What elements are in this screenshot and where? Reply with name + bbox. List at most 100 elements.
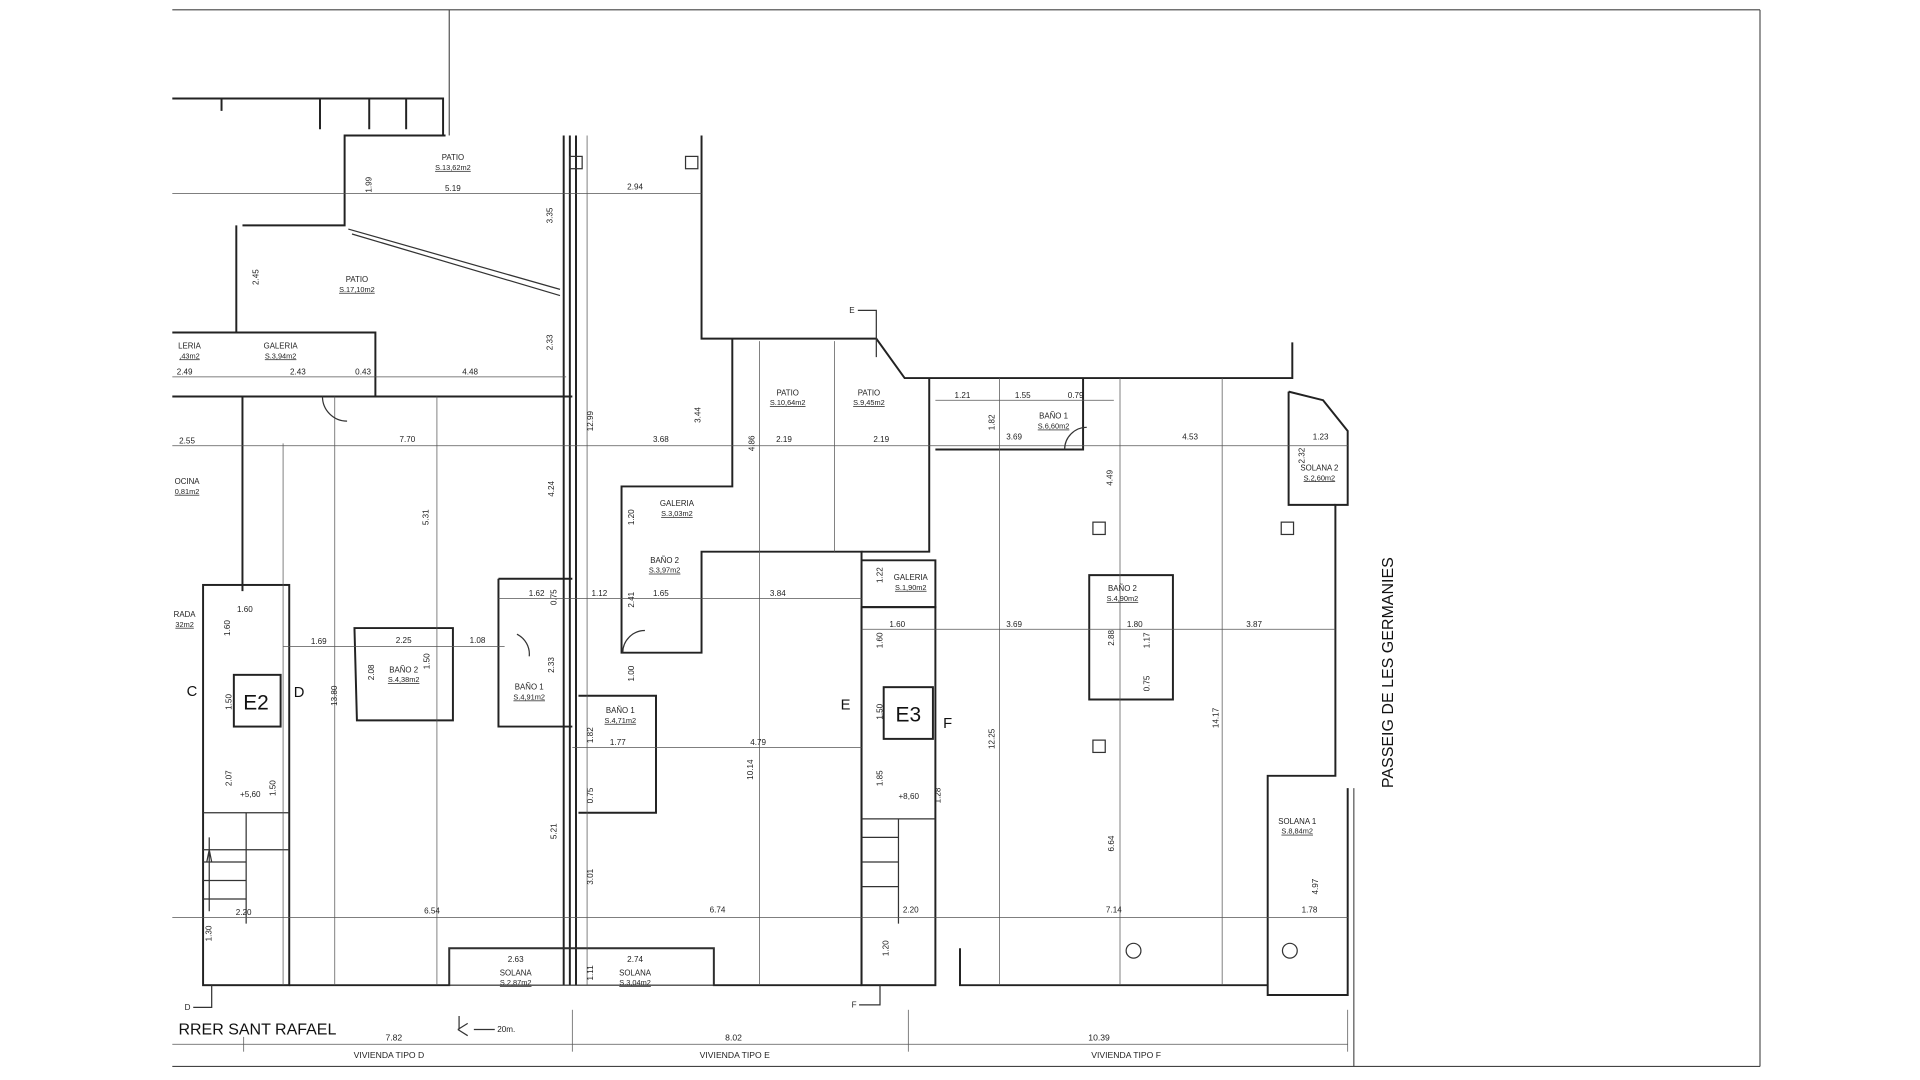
- dimension-label: 5.19: [445, 184, 461, 193]
- dimension-label: 1.80: [1127, 620, 1143, 629]
- dimension-label: 1.17: [1143, 632, 1152, 648]
- total-length-d: 7.82: [385, 1033, 402, 1043]
- street-name-bottom: RRER SANT RAFAEL: [178, 1021, 336, 1038]
- dimension-label: 3.35: [546, 207, 555, 223]
- dimension-label: 2.55: [179, 436, 195, 445]
- dimension-label: 7.70: [399, 435, 415, 444]
- room-name: RADA: [174, 610, 197, 619]
- section-arrows: [193, 309, 881, 1008]
- room-name: PATIO: [858, 388, 880, 397]
- room-area: ,43m2: [179, 351, 199, 360]
- dimension-label: 1.60: [889, 620, 905, 629]
- section-mark-e: E: [849, 306, 855, 315]
- room-label: BAÑO 1S.4,91m2: [513, 683, 545, 702]
- dimension-label: 2.41: [627, 591, 636, 607]
- level-mark-e2: +5,60: [240, 790, 261, 799]
- dimension-label: 3.68: [653, 435, 669, 444]
- dimension-label: 1.20: [882, 940, 891, 956]
- dimension-label: 1.60: [875, 632, 884, 648]
- dimension-label: 2.20: [236, 908, 252, 917]
- column-icon: [1280, 521, 1295, 536]
- room-label: BAÑO 1S.4,71m2: [605, 706, 637, 725]
- room-name: LERIA: [178, 342, 201, 351]
- dimension-label: 2.08: [367, 664, 376, 680]
- room-name: SOLANA 2: [1300, 463, 1338, 472]
- room-area: S.4,71m2: [605, 716, 637, 725]
- room-name: PATIO: [776, 388, 798, 397]
- room-area: S.10,64m2: [770, 398, 806, 407]
- section-mark-d: D: [185, 1003, 191, 1012]
- dimension-label: 1.77: [610, 738, 626, 747]
- dimension-label: 1.23: [1313, 433, 1329, 442]
- dimension-label: 1.30: [205, 925, 214, 941]
- room-label: BAÑO 2S.4,38m2: [388, 665, 420, 684]
- total-length-e: 8.02: [725, 1033, 742, 1043]
- dimension-label: 3.87: [1246, 620, 1262, 629]
- dimension-label: 1.22: [875, 567, 884, 583]
- dimension-label: 7.14: [1106, 906, 1122, 915]
- room-name: BAÑO 2: [389, 665, 418, 674]
- room-area: S.1,90m2: [895, 583, 927, 592]
- dimension-label: 1.82: [987, 414, 996, 430]
- room-area: S.3,03m2: [661, 509, 693, 518]
- room-area: S.13,62m2: [435, 163, 471, 172]
- door-label-f: F: [943, 716, 952, 732]
- dimension-label: 1.85: [875, 770, 884, 786]
- door-label-e: E: [841, 697, 851, 713]
- door-label-c: C: [187, 684, 198, 700]
- room-name: OCINA: [175, 477, 201, 486]
- dimension-label: 6.64: [1107, 835, 1116, 851]
- dimension-label: 2.07: [224, 770, 233, 786]
- dimension-label: 1.21: [955, 391, 971, 400]
- room-label: SOLANA 2S.2,60m2: [1300, 463, 1338, 482]
- room-name: GALERIA: [894, 573, 929, 582]
- dimension-label: 2.88: [1107, 630, 1116, 646]
- dimension-label: 4.49: [1106, 469, 1115, 485]
- room-name: GALERIA: [264, 342, 299, 351]
- dimension-label: 1.69: [311, 637, 327, 646]
- room-area: S.17,10m2: [339, 285, 375, 294]
- dimension-label: 13.80: [330, 685, 339, 706]
- dimension-label: 1.78: [1302, 906, 1318, 915]
- dimension-label: 2.19: [776, 435, 792, 444]
- dimension-label: 1.60: [223, 620, 232, 636]
- stair-core-e3: [860, 606, 937, 987]
- dimension-label: 2.33: [546, 334, 555, 350]
- room-area: S.9,45m2: [853, 398, 885, 407]
- room-labels: PATIOS.13,62m2PATIOS.17,10m2GALERIAS.3,9…: [174, 153, 1339, 987]
- drain-icon: [1125, 942, 1142, 959]
- room-area: S.4,90m2: [1107, 594, 1139, 603]
- dimension-label: 2.20: [903, 906, 919, 915]
- dimension-label: 3.69: [1006, 620, 1022, 629]
- dimension-label: 2.43: [290, 367, 306, 376]
- dimension-label: 12.99: [586, 411, 595, 432]
- room-name: PATIO: [346, 275, 368, 284]
- dimension-label: 0.75: [586, 787, 595, 803]
- dimension-label: 6.54: [424, 907, 440, 916]
- dimension-label: 1.00: [627, 665, 636, 681]
- dimension-label: 0.43: [355, 367, 371, 376]
- dimension-label: 12.25: [987, 728, 996, 749]
- room-area: S.3,94m2: [265, 351, 297, 360]
- scale-arrow: 20m.: [457, 1015, 515, 1037]
- dimension-label: 3.01: [586, 868, 595, 884]
- room-name: BAÑO 1: [515, 683, 544, 692]
- dimension-label: 1.12: [591, 589, 607, 598]
- room-label: BAÑO 2S.4,90m2: [1107, 584, 1139, 603]
- unit-label-f: VIVIENDA TIPO F: [1091, 1050, 1161, 1060]
- dimension-label: 14.17: [1211, 707, 1220, 728]
- section-mark-f: F: [852, 1000, 857, 1009]
- room-area: S.3,04m2: [619, 978, 651, 987]
- dimension-label: 1.20: [627, 509, 636, 525]
- dimension-label: 1.62: [529, 589, 545, 598]
- dimension-label: 2.33: [547, 657, 556, 673]
- room-area: S.6,60m2: [1038, 422, 1070, 431]
